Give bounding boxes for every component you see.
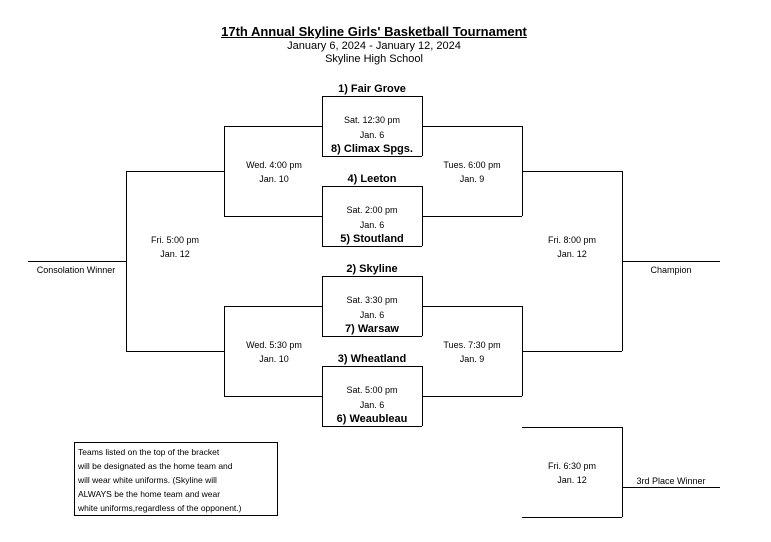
game1-top-line (322, 96, 422, 97)
champ-final-date: Jan. 12 (557, 249, 587, 259)
tournament-location: Skyline High School (325, 53, 423, 65)
third-place-time: Fri. 6:30 pm (547, 461, 597, 471)
note-line: will be designated as the home team and (78, 461, 233, 471)
cons-semi1-bottom (224, 216, 322, 217)
cons-semi1-time: Wed. 4:00 pm (246, 160, 302, 170)
champ-semi2-time: Tues. 7:30 pm (443, 340, 501, 350)
third-place-date: Jan. 12 (557, 475, 587, 485)
champ-semi2-date: Jan. 9 (459, 354, 485, 364)
champ-semi2-bottom (422, 396, 522, 397)
cons-semi2-vert (224, 306, 225, 396)
note-line: will wear white uniforms. (Skyline will (78, 475, 217, 485)
third-winner-line (622, 487, 720, 488)
game3-time: Sat. 3:30 pm (346, 295, 398, 305)
third-bottom (522, 517, 622, 518)
game4-top-line (322, 366, 422, 367)
game4-time: Sat. 5:00 pm (346, 385, 398, 395)
cons-semi2-time: Wed. 5:30 pm (246, 340, 302, 350)
cons-semi2-bottom (224, 396, 322, 397)
champ-semi2-top (422, 306, 522, 307)
cons-final-top (126, 171, 224, 172)
home-team-note: Teams listed on the top of the bracket w… (74, 442, 278, 516)
cons-final-time: Fri. 5:00 pm (150, 235, 200, 245)
note-line: white uniforms,regardless of the opponen… (78, 503, 242, 513)
cons-semi1-vert (224, 126, 225, 216)
champ-semi1-date: Jan. 9 (459, 174, 485, 184)
cons-winner-line (28, 261, 126, 262)
cons-semi2-date: Jan. 10 (259, 354, 289, 364)
game1-top-team: 1) Fair Grove (338, 83, 406, 95)
game3-date: Jan. 6 (359, 310, 385, 320)
champ-semi1-top (422, 126, 522, 127)
consolation-winner-label: Consolation Winner (36, 265, 116, 275)
cons-final-vert (126, 171, 127, 351)
cons-final-bottom (126, 351, 224, 352)
game2-top-line (322, 186, 422, 187)
game3-bottom-line (322, 336, 422, 337)
game3-left-line (322, 276, 323, 336)
champion-line (622, 261, 720, 262)
game2-top-team: 4) Leeton (347, 173, 397, 185)
game4-left-line (322, 366, 323, 426)
cons-final-date: Jan. 12 (160, 249, 190, 259)
champ-semi1-time: Tues. 6:00 pm (443, 160, 501, 170)
game1-date: Jan. 6 (359, 130, 385, 140)
game4-top-team: 3) Wheatland (337, 353, 407, 365)
game3-top-line (322, 276, 422, 277)
game3-bottom-team: 7) Warsaw (344, 323, 400, 335)
cons-semi1-top (224, 126, 322, 127)
champ-final-time: Fri. 8:00 pm (547, 235, 597, 245)
third-place-winner-label: 3rd Place Winner (636, 476, 706, 486)
champ-final-top (522, 171, 622, 172)
note-line: ALWAYS be the home team and wear (78, 489, 221, 499)
game2-date: Jan. 6 (359, 220, 385, 230)
cons-semi1-date: Jan. 10 (259, 174, 289, 184)
game3-top-team: 2) Skyline (346, 263, 398, 275)
game4-date: Jan. 6 (359, 400, 385, 410)
game2-left-line (322, 186, 323, 246)
champion-label: Champion (650, 265, 692, 275)
game2-bottom-team: 5) Stoutland (340, 233, 404, 245)
game1-bottom-team: 8) Climax Spgs. (331, 143, 413, 155)
cons-semi2-top (224, 306, 322, 307)
champ-final-bottom (522, 351, 622, 352)
tournament-title: 17th Annual Skyline Girls' Basketball To… (221, 24, 527, 39)
game1-time: Sat. 12:30 pm (343, 115, 401, 125)
game2-time: Sat. 2:00 pm (346, 205, 398, 215)
game2-bottom-line (322, 246, 422, 247)
champ-semi1-bottom (422, 216, 522, 217)
game1-bottom-line (322, 156, 422, 157)
note-line: Teams listed on the top of the bracket (78, 447, 220, 457)
third-vert (622, 427, 623, 517)
third-top (522, 427, 622, 428)
game4-bottom-line (322, 426, 422, 427)
game4-bottom-team: 6) Weaubleau (336, 413, 408, 425)
game1-left-line (322, 96, 323, 156)
tournament-dates: January 6, 2024 - January 12, 2024 (287, 40, 461, 52)
